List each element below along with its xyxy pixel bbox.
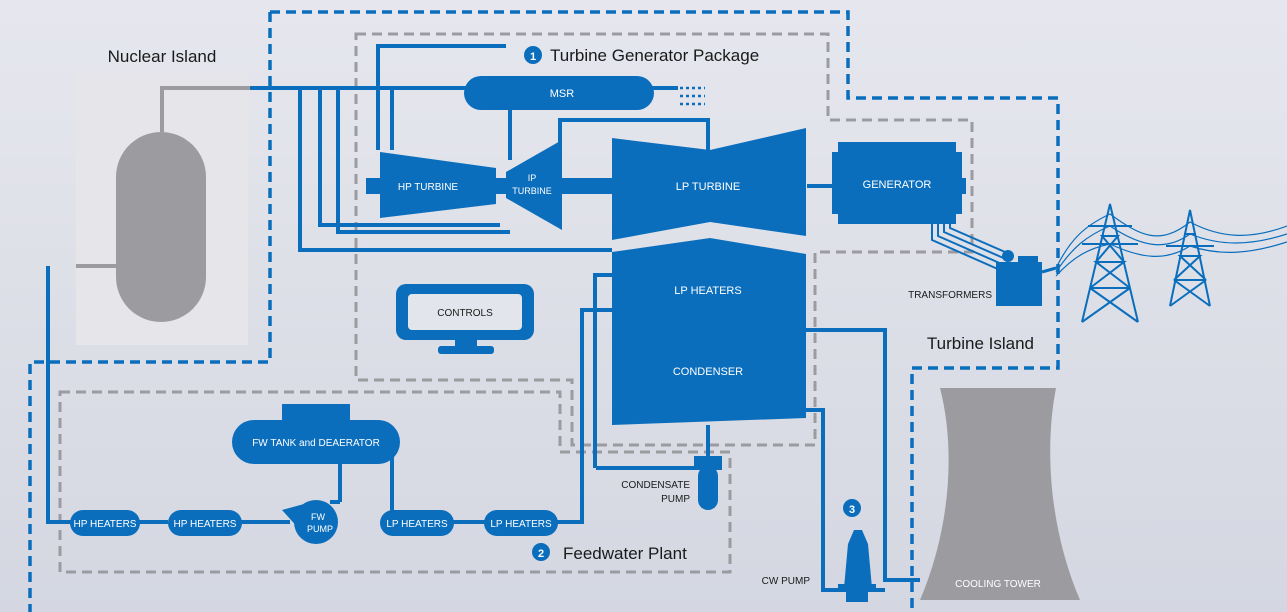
generator <box>838 142 956 224</box>
transformers-label: TRANSFORMERS <box>908 290 992 301</box>
hp-heaters-2 <box>168 510 242 536</box>
condensate-pump-icon <box>694 456 722 510</box>
lp-heaters-1 <box>380 510 454 536</box>
msr-vent-pipes <box>680 86 705 106</box>
hp-turbine-label: HP TURBINE <box>398 182 459 193</box>
monitor-icon <box>396 284 534 354</box>
condenser-label: CONDENSER <box>673 366 743 378</box>
callout-3-number: 3 <box>849 504 855 516</box>
fw-tank-label: FW TANK and DEAERATOR <box>252 438 380 449</box>
turbine-island-label: Turbine Island <box>927 334 1034 353</box>
pump-icon <box>282 500 338 544</box>
lp-heaters-1-label: LP HEATERS <box>386 519 448 530</box>
turbine-generator-package-label: Turbine Generator Package <box>550 46 759 65</box>
lp-turbine <box>612 128 806 240</box>
cw-pump-label: CW PUMP <box>762 576 811 587</box>
cooling-tower-icon <box>920 388 1080 600</box>
hp-heaters-1-label: HP HEATERS <box>74 519 137 530</box>
reactor-grey-pipes <box>76 86 250 268</box>
transformer-icon <box>996 250 1057 306</box>
ip-turbine-label-line2: TURBINE <box>512 186 552 196</box>
fw-tank <box>232 420 400 464</box>
msr-label: MSR <box>550 88 575 100</box>
ip-turbine <box>506 140 562 230</box>
callout-1 <box>524 46 542 64</box>
feedwater-plant-label: Feedwater Plant <box>563 544 687 563</box>
fw-pump-label-line2: PUMP <box>307 524 333 534</box>
lp-turbine-label: LP TURBINE <box>676 181 740 193</box>
callout-2 <box>532 543 550 561</box>
callout-2-number: 2 <box>538 548 544 560</box>
controls-label: CONTROLS <box>437 308 493 319</box>
fw-pump-label-line1: FW <box>311 512 325 522</box>
lp-heaters-top-label: LP HEATERS <box>674 285 741 297</box>
fw-tank-top <box>282 404 350 424</box>
pylon-icon <box>1081 203 1214 323</box>
nuclear-island-label: Nuclear Island <box>108 47 217 66</box>
lp-heaters-2-label: LP HEATERS <box>490 519 552 530</box>
cw-pump-icon <box>838 530 876 602</box>
turbine-island-boundary <box>28 10 1060 612</box>
reactor-vessel <box>116 132 206 322</box>
condensate-pump-label-line1: CONDENSATE <box>621 480 690 491</box>
ip-turbine-label-line1: IP <box>528 173 537 183</box>
msr <box>464 76 654 110</box>
power-lines <box>1055 213 1287 277</box>
feedwater-plant-boundary <box>58 390 732 574</box>
turbine-generator-package-boundary <box>354 32 974 447</box>
condensate-pump-label-line2: PUMP <box>661 494 690 505</box>
callout-3 <box>843 499 861 517</box>
hp-heaters-1 <box>70 510 140 536</box>
generator-label: GENERATOR <box>863 179 932 191</box>
cooling-tower-label: COOLING TOWER <box>955 579 1041 590</box>
condenser-block <box>612 238 806 425</box>
hp-heaters-2-label: HP HEATERS <box>174 519 237 530</box>
callout-1-number: 1 <box>530 51 536 63</box>
lp-heaters-2 <box>484 510 558 536</box>
